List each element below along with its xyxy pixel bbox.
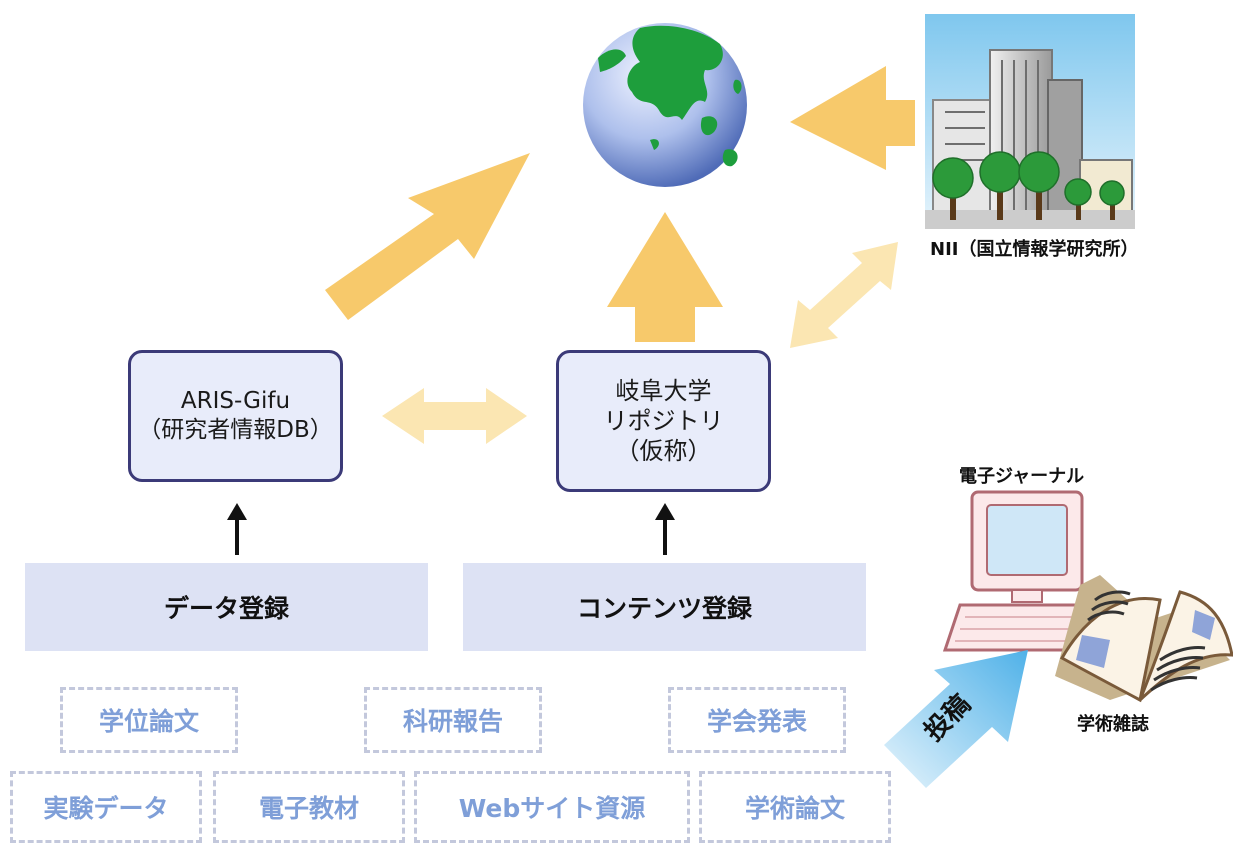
- source-tag-thesis: 学位論文: [60, 687, 238, 753]
- source-tag-conference: 学会発表: [668, 687, 846, 753]
- book-icon: [1055, 575, 1233, 703]
- ejournal-label: 電子ジャーナル: [959, 466, 1085, 487]
- repository-line2: リポジトリ: [603, 407, 724, 435]
- source-tag-e-learning: 電子教材: [213, 771, 405, 843]
- aris-gifu-box: ARIS-Gifu （研究者情報DB）: [128, 350, 343, 482]
- arrow-data-up: [227, 503, 247, 555]
- arrow-aris-repo: [382, 388, 527, 444]
- arrow-submission: [884, 650, 1028, 788]
- data-registration-bar: データ登録: [25, 563, 428, 651]
- globe-icon: [583, 23, 747, 187]
- nii-label: NII（国立情報学研究所）: [930, 239, 1139, 260]
- arrow-repo-nii: [790, 242, 898, 348]
- arrow-content-up: [655, 503, 675, 555]
- journal-label: 学術雑誌: [1077, 714, 1149, 735]
- repository-line3: （仮称）: [615, 437, 712, 465]
- aris-title: ARIS-Gifu: [180, 388, 291, 415]
- arrow-aris-to-globe: [325, 153, 530, 320]
- repository-line1: 岐阜大学: [615, 377, 712, 405]
- building-icon: [925, 14, 1135, 229]
- repository-box: 岐阜大学 リポジトリ （仮称）: [556, 350, 771, 492]
- content-registration-bar: コンテンツ登録: [463, 563, 866, 651]
- source-tag-kaken-report: 科研報告: [364, 687, 542, 753]
- source-tag-web-resources: Webサイト資源: [414, 771, 690, 843]
- source-tag-experiment-data: 実験データ: [10, 771, 202, 843]
- source-tag-academic-paper: 学術論文: [699, 771, 891, 843]
- arrow-repo-to-globe: [607, 212, 723, 342]
- aris-subtitle: （研究者情報DB）: [138, 417, 333, 443]
- arrow-nii-to-globe: [790, 66, 915, 170]
